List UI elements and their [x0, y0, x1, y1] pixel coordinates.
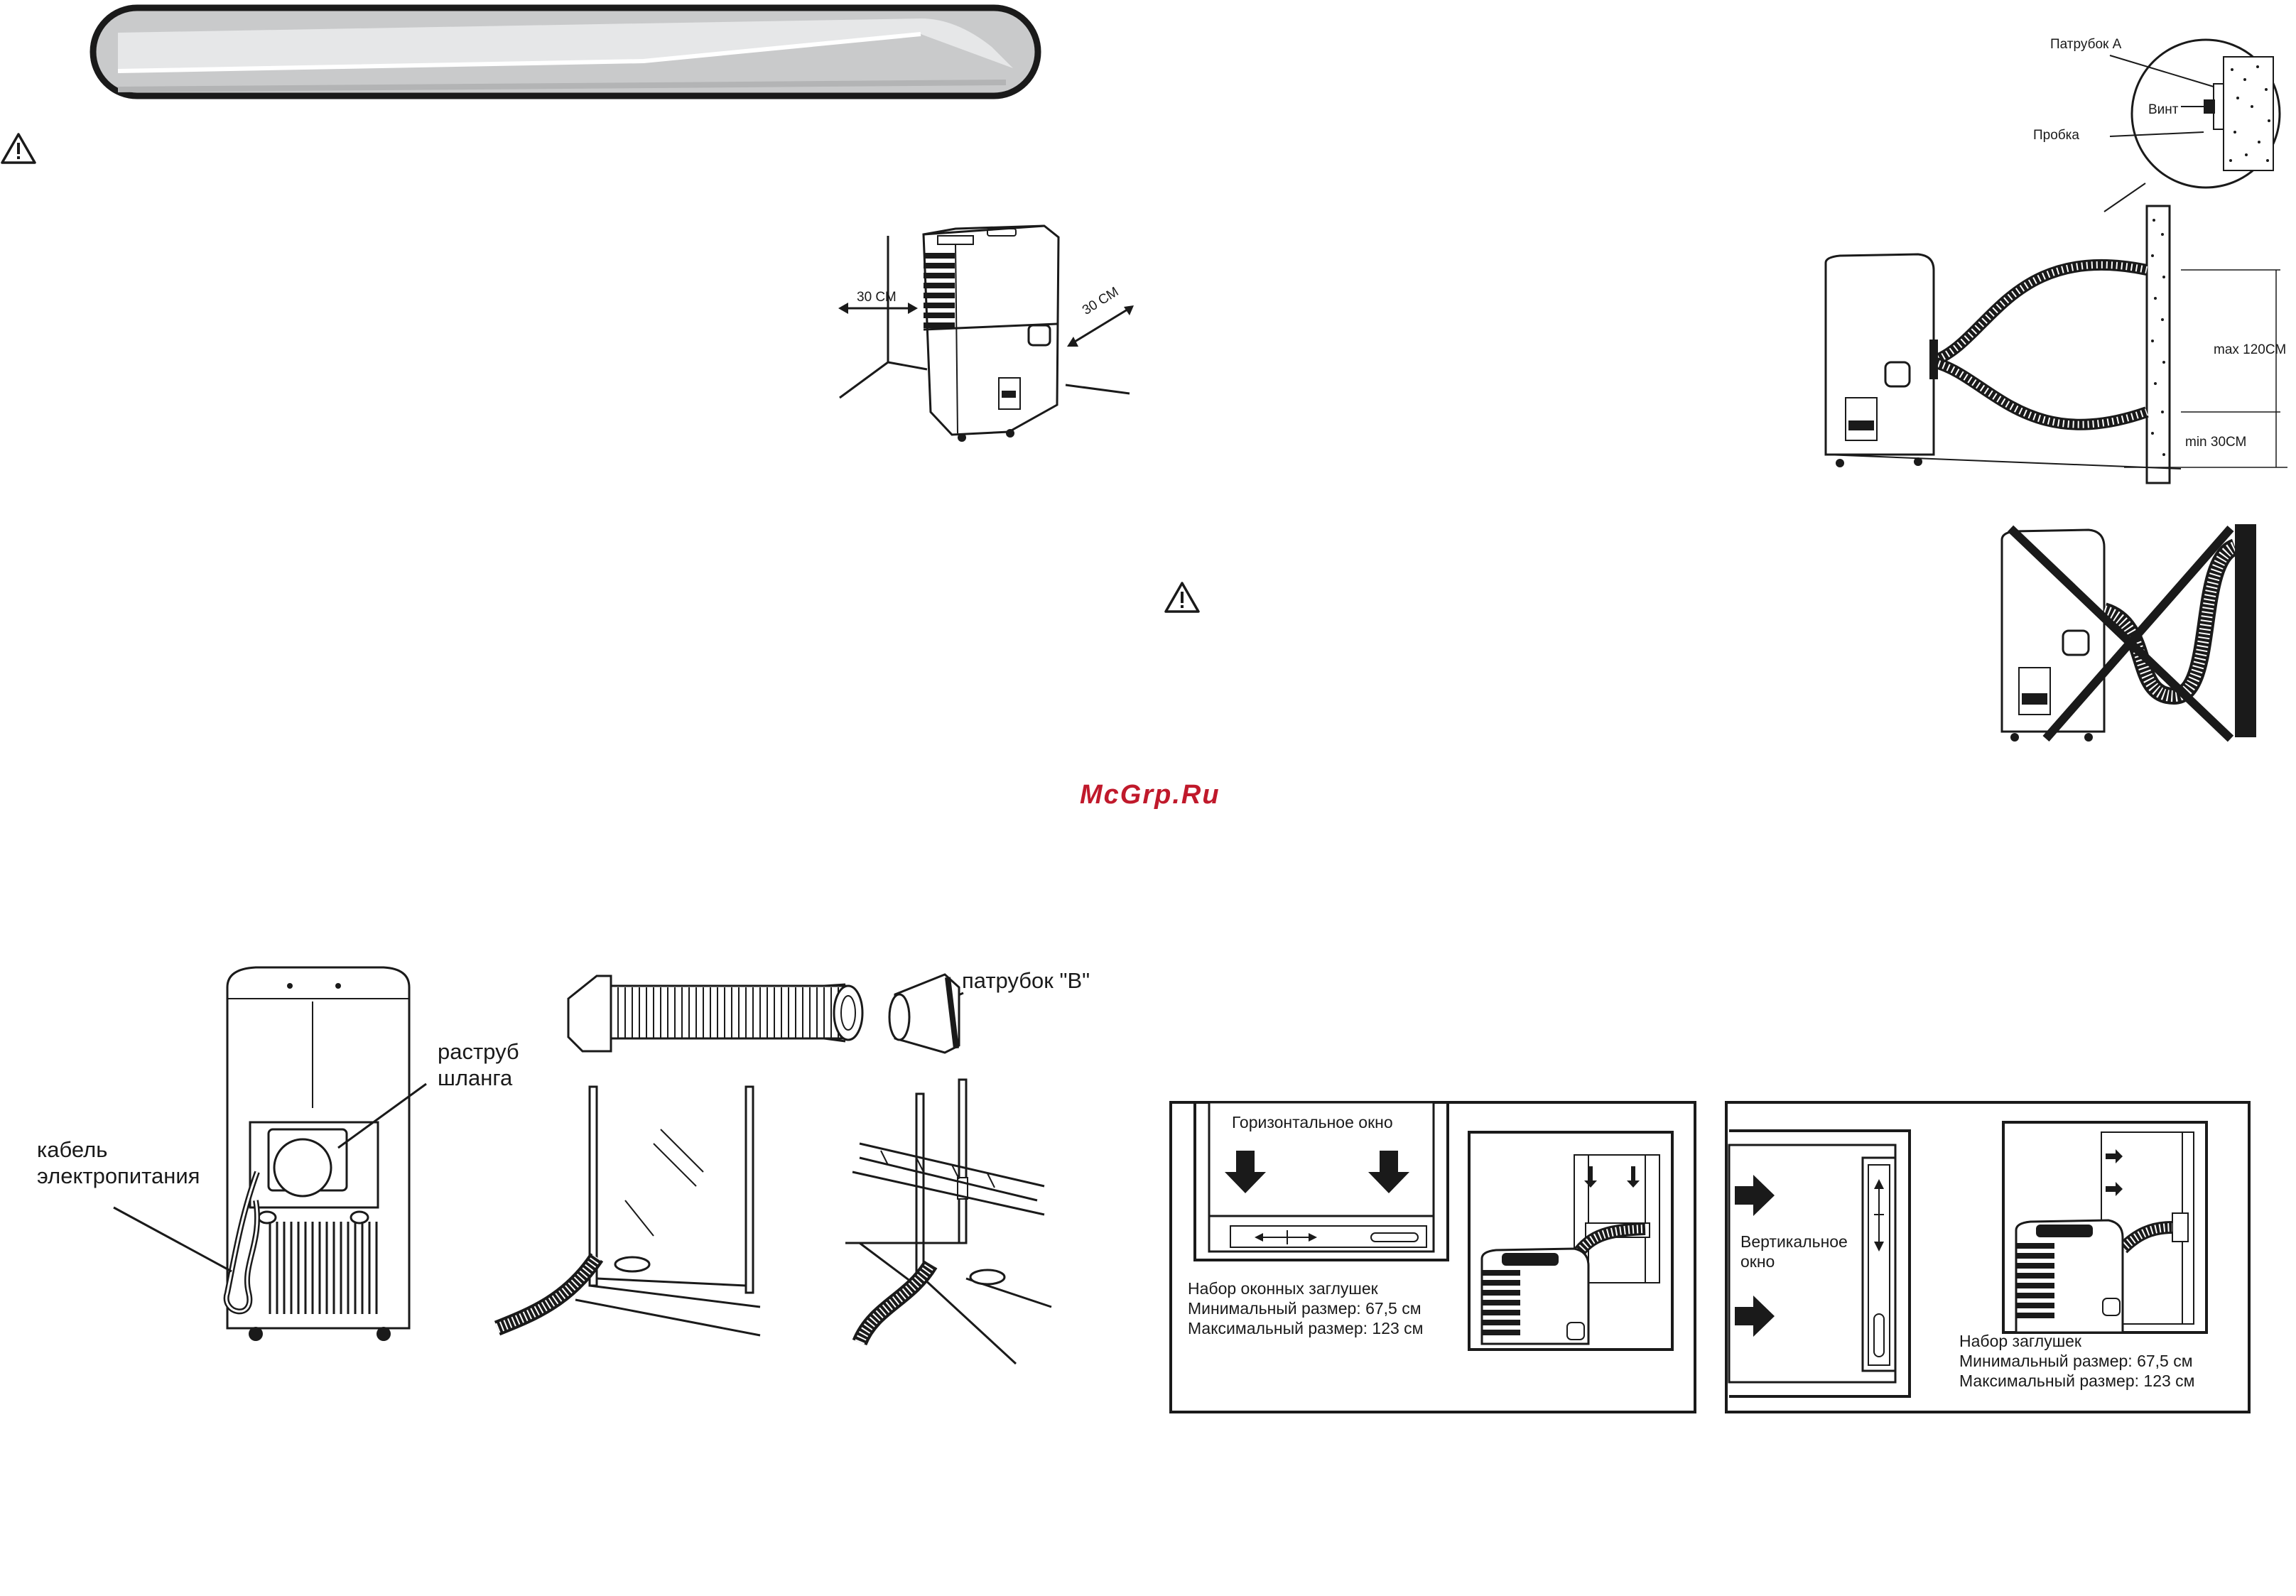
power-cable-label: кабель электропитания [37, 1136, 222, 1189]
wall-install-diagram [1824, 38, 2287, 484]
warning-triangle-icon [1164, 582, 1200, 613]
window-install-diagram-1 [494, 1085, 761, 1337]
vertical-window-panel: Вертикальное окно Набор заглушек Минимал… [1725, 1101, 2251, 1413]
screw-label: Винт [2148, 102, 2179, 117]
plug-label: Пробка [2033, 128, 2079, 143]
nozzle-a-label: Патрубок А [2050, 37, 2122, 52]
horizontal-window-title: Горизонтальное окно [1232, 1113, 1393, 1131]
nozzle-b-label: патрубок "B" [962, 968, 1090, 993]
horizontal-window-frame [1193, 1101, 1449, 1261]
max-height-label: max 120СМ [2214, 342, 2287, 357]
unit-rear-diagram [223, 966, 411, 1341]
power-cable-text: кабель электропитания [37, 1137, 200, 1188]
horizontal-kit-name: Набор оконных заглушек [1188, 1279, 1378, 1298]
horizontal-max-size: Максимальный размер: 123 см [1188, 1319, 1424, 1337]
horizontal-min-size: Минимальный размер: 67,5 см [1188, 1299, 1422, 1318]
hose-kit-diagram [567, 973, 960, 1054]
hose-socket-text: раструб шланга [438, 1039, 519, 1090]
vertical-max-size: Максимальный размер: 123 см [1959, 1372, 2195, 1390]
clearance-diagram [838, 224, 1134, 442]
vertical-min-size: Минимальный размер: 67,5 см [1959, 1352, 2193, 1370]
vertical-window-photo [2002, 1121, 2208, 1334]
header-banner [90, 4, 1041, 99]
window-install-diagram-2 [845, 1078, 1052, 1365]
vertical-window-frame [1728, 1129, 1911, 1398]
min-height-label: min 30СМ [2185, 435, 2247, 450]
hose-socket-label: раструб шланга [438, 1038, 558, 1091]
vertical-window-title: Вертикальное окно [1740, 1232, 1848, 1271]
vertical-kit-name: Набор заглушек [1959, 1332, 2081, 1350]
horizontal-window-photo [1468, 1131, 1674, 1351]
incorrect-install-diagram [2000, 524, 2256, 742]
warning-triangle-icon [1, 133, 36, 164]
clearance-left-label: 30 СМ [857, 290, 897, 305]
horizontal-window-panel: Горизонтальное окно Набор оконных заглуш… [1169, 1101, 1696, 1413]
watermark: McGrp.Ru [1080, 780, 1220, 810]
